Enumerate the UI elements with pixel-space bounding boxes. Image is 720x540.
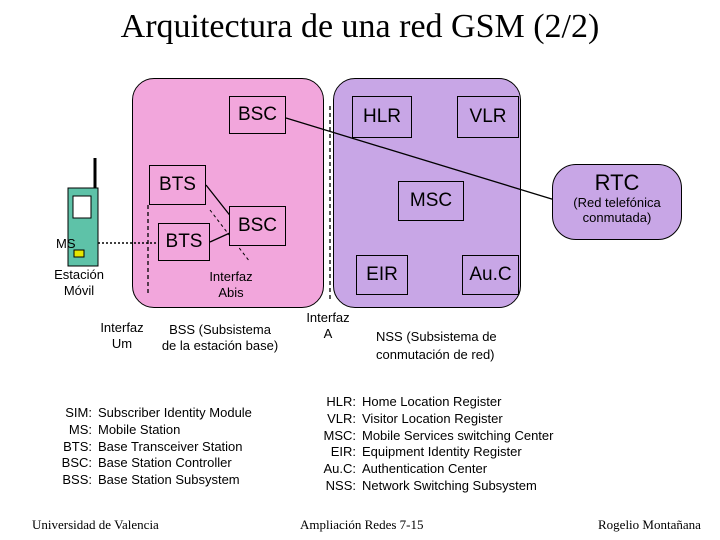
um-line-2: Um	[111, 336, 133, 351]
estacion-movil-label: Estación Móvil	[44, 267, 114, 299]
a-line-1: Interfaz	[306, 310, 350, 325]
legend-description: Base Station Subsystem	[98, 472, 240, 488]
legend-description: Mobile Services switching Center	[362, 427, 554, 443]
bss-line-1: BSS (Subsistema	[169, 322, 271, 337]
interfaz-a-label: Interfaz A	[300, 310, 356, 342]
legend-abbreviation: HLR:	[326, 394, 356, 409]
vlr-box: VLR	[457, 96, 519, 138]
legend-row: VLR: Visitor Location Register	[312, 411, 553, 428]
bss-line-2: de la estación base)	[161, 338, 279, 353]
legend-description: Subscriber Identity Module	[98, 405, 252, 420]
legend-row: MS: Mobile Station	[56, 422, 252, 439]
rtc-subtitle: (Red telefónica conmutada)	[573, 195, 660, 225]
legend-description: Mobile Station	[98, 421, 181, 437]
bts1-bsc-link	[205, 184, 233, 219]
estacion-line-2: Móvil	[63, 283, 95, 298]
auc-box: Au.C	[462, 255, 519, 295]
legend-abbreviation: BSC:	[61, 455, 92, 471]
legend-abbreviation: EIR:	[330, 444, 356, 460]
legend-abbreviation: BSS:	[62, 472, 92, 488]
a-line-2: A	[323, 326, 333, 341]
bsc-box-top: BSC	[229, 96, 286, 134]
legend-abbreviation: VLR:	[327, 410, 356, 426]
legend-abbreviation: Au.C:	[323, 461, 356, 477]
legend-row: NSS: Network Switching Subsystem	[312, 478, 553, 495]
bss-subsystem-label: BSS (Subsistema de la estación base)	[146, 322, 294, 354]
rtc-title: RTC	[594, 170, 640, 195]
legend-description: Visitor Location Register	[362, 410, 503, 426]
nss-line-1: NSS (Subsistema de	[376, 329, 497, 344]
um-line-1: Interfaz	[100, 320, 144, 335]
legend-row: BSS: Base Station Subsystem	[56, 472, 252, 489]
legend-description: Base Transceiver Station	[98, 438, 243, 454]
legend-row: HLR: Home Location Register	[312, 394, 553, 411]
abis-line-2: Abis	[218, 285, 244, 300]
interfaz-um-label: Interfaz Um	[92, 320, 152, 352]
legend-abbreviation: MS:	[68, 421, 92, 437]
rtc-box: RTC (Red telefónica conmutada)	[552, 164, 682, 240]
interfaz-abis-label: Interfaz Abis	[196, 269, 266, 301]
legend-description: Home Location Register	[362, 394, 502, 409]
nss-line-2: conmutación de red)	[376, 347, 495, 362]
ms-label: MS	[56, 236, 76, 251]
legend-abbreviation: MSC:	[323, 427, 357, 443]
msc-box: MSC	[398, 181, 464, 221]
bsc-box-middle: BSC	[229, 206, 286, 246]
legend-description: Authentication Center	[362, 461, 488, 477]
footer-course: Ampliación Redes 7-15	[300, 517, 424, 532]
legend-abbreviation: SIM:	[65, 405, 92, 420]
bts2-bsc-link	[209, 231, 233, 243]
legend-description: Equipment Identity Register	[362, 444, 522, 460]
legend-row: MSC: Mobile Services switching Center	[312, 427, 554, 445]
legend-row: BSC: Base Station Controller	[56, 455, 252, 472]
page-title: Arquitectura de una red GSM (2/2)	[120, 8, 600, 45]
eir-box: EIR	[356, 255, 408, 295]
legend-row: BTS: Base Transceiver Station	[56, 439, 252, 456]
legend-row: Au.C: Authentication Center	[312, 461, 553, 478]
legend-description: Network Switching Subsystem	[362, 477, 537, 493]
footer-university: Universidad de Valencia	[32, 517, 159, 532]
footer-author: Rogelio Montañana	[598, 517, 701, 532]
mobile-phone-icon	[67, 158, 99, 267]
rtc-subtitle-line-1: (Red telefónica	[573, 195, 661, 210]
nss-subsystem-label: NSS (Subsistema de conmutación de red)	[376, 328, 497, 364]
legend-abbreviation: BTS:	[63, 438, 92, 454]
legend-row: SIM: Subscriber Identity Module	[56, 405, 252, 422]
bts-box-upper: BTS	[149, 165, 206, 205]
hlr-box: HLR	[352, 96, 412, 138]
bsc-rtc-link	[285, 117, 556, 201]
legend-description: Base Station Controller	[98, 455, 232, 471]
estacion-line-1: Estación	[54, 267, 104, 282]
legend-abbreviation: NSS:	[325, 477, 356, 493]
abis-line-1: Interfaz	[209, 269, 253, 284]
bts-box-lower: BTS	[158, 223, 210, 261]
legend-row: EIR: Equipment Identity Register	[312, 444, 553, 461]
rtc-subtitle-line-2: conmutada)	[582, 210, 652, 225]
